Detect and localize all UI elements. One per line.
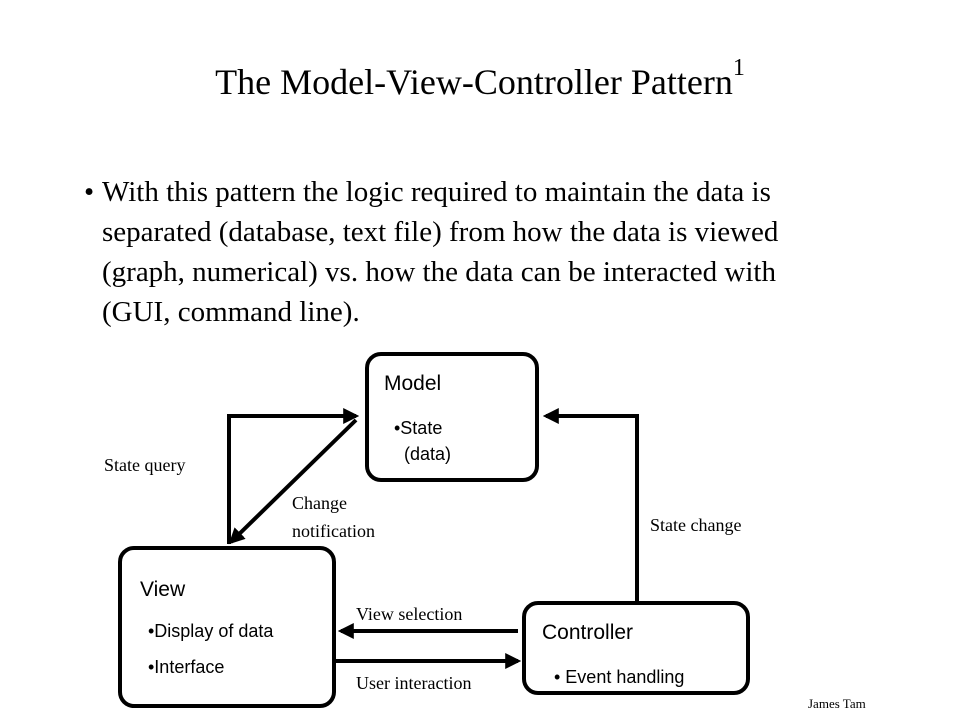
change-notification-arrow (228, 418, 358, 545)
slide-title: The Model-View-Controller Pattern1 (0, 56, 960, 104)
label-user-interaction: User interaction (356, 673, 472, 693)
bullet-marker: • (84, 176, 95, 208)
label-change-notification-line1: Change (292, 493, 347, 513)
label-state-change: State change (650, 515, 742, 535)
controller-item-event-handling: • Event handling (554, 667, 685, 687)
model-title: Model (384, 372, 442, 395)
title-footnote-marker: 1 (732, 55, 745, 81)
label-state-query: State query (104, 455, 186, 475)
controller-title: Controller (542, 621, 634, 644)
view-title: View (140, 578, 186, 601)
state-change-arrow (542, 408, 639, 601)
state-query-arrow (227, 408, 360, 544)
label-change-notification-line2: notification (292, 521, 375, 541)
title-text: The Model-View-Controller Pattern (215, 62, 733, 102)
author-credit: James Tam (808, 696, 866, 711)
model-item-state: •State (394, 418, 443, 438)
view-item-interface: •Interface (148, 657, 225, 677)
model-box: Model •State (data) (365, 352, 539, 482)
controller-box: Controller • Event handling (522, 601, 750, 695)
view-item-display: •Display of data (148, 621, 274, 641)
view-box: View •Display of data •Interface (118, 546, 336, 708)
bullet-line-4: (GUI, command line). (102, 296, 360, 328)
bullet-line-1: With this pattern the logic required to … (102, 176, 771, 208)
model-item-data: (data) (404, 444, 452, 464)
bullet-line-2: separated (database, text file) from how… (102, 216, 779, 248)
bullet-line-3: (graph, numerical) vs. how the data can … (102, 256, 776, 288)
label-view-selection: View selection (356, 604, 463, 624)
